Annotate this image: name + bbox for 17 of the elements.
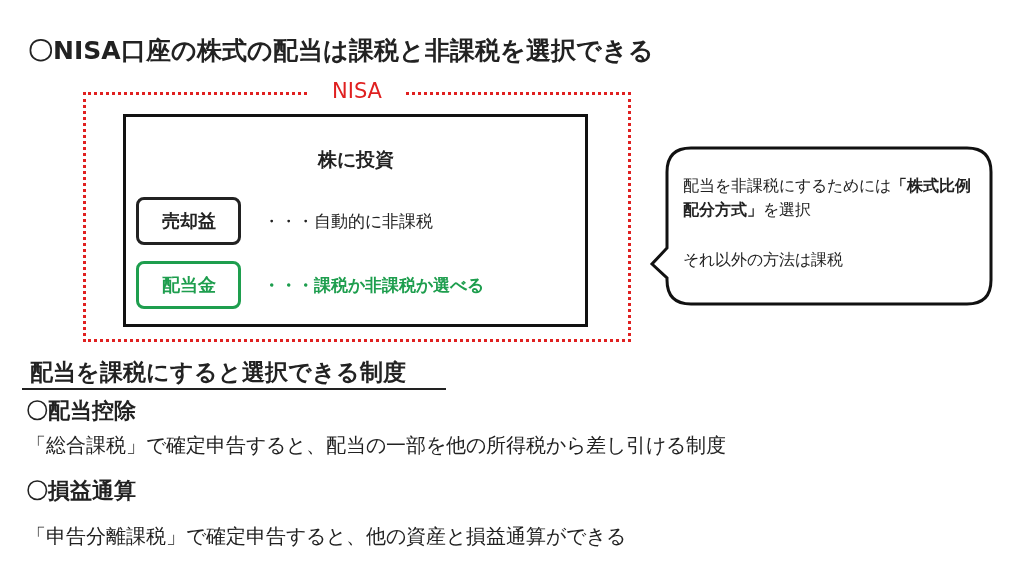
subheading: 〇配当控除 (26, 397, 136, 425)
subheading: 〇損益通算 (26, 477, 136, 505)
bubble-text: それ以外の方法は課税 (683, 249, 844, 271)
section-heading: 配当を課税にすると選択できる制度 (22, 357, 446, 390)
box-heading: 株に投資 (316, 147, 395, 172)
body-text: 「申告分離課税」で確定申告すると、他の資産と損益通算ができる (26, 523, 626, 550)
tag-text: 配当金 (161, 273, 216, 297)
note-text: ・・・課税か非課税か選べる (263, 274, 484, 297)
tag-text: 売却益 (161, 209, 216, 233)
bubble-text: 配当を非課税にするためには「株式比例配分方式」を選択 (683, 175, 972, 221)
label-tag (136, 197, 241, 245)
speech-bubble (649, 146, 993, 306)
note-text: ・・・自動的に非課税 (263, 210, 433, 233)
body-text: 「総合課税」で確定申告すると、配当の一部を他の所得税から差し引ける制度 (26, 432, 726, 459)
label-tag (136, 261, 241, 309)
slide-title: 〇NISA口座の株式の配当は課税と非課税を選択できる (28, 35, 654, 67)
content-box (123, 114, 588, 327)
